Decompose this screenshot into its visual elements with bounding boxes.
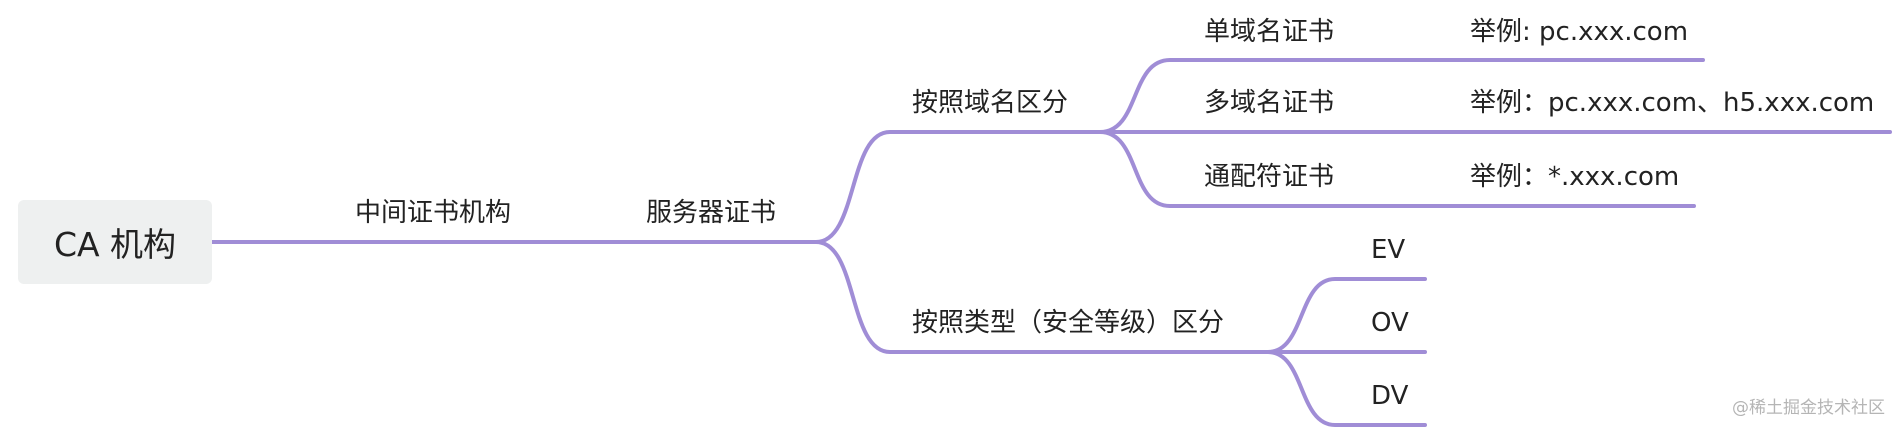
node-single-domain-cert[interactable]: 单域名证书 <box>1204 17 1335 47</box>
example-single-domain: 举例: pc.xxx.com <box>1470 17 1689 47</box>
connector-single-domain <box>1098 58 1705 134</box>
connector-dv <box>1266 350 1427 427</box>
connector-wildcard <box>1098 130 1696 208</box>
node-ov[interactable]: OV <box>1371 308 1409 338</box>
watermark-text: @稀土掘金技术社区 <box>1732 398 1885 418</box>
connector-to-type-branch <box>814 240 1270 354</box>
node-dv[interactable]: DV <box>1371 381 1409 411</box>
connector-to-domain-branch <box>814 130 1102 244</box>
root-node-label: CA 机构 <box>53 225 177 264</box>
node-by-domain[interactable]: 按照域名区分 <box>912 88 1069 118</box>
node-intermediate-ca[interactable]: 中间证书机构 <box>355 198 512 228</box>
root-node[interactable]: CA 机构 <box>18 200 212 284</box>
example-wildcard: 举例：*.xxx.com <box>1470 162 1680 192</box>
node-server-certificate[interactable]: 服务器证书 <box>646 198 777 228</box>
node-wildcard-cert[interactable]: 通配符证书 <box>1204 162 1335 192</box>
node-multi-domain-cert[interactable]: 多域名证书 <box>1204 88 1335 118</box>
node-ev[interactable]: EV <box>1371 235 1406 265</box>
example-multi-domain: 举例：pc.xxx.com、h5.xxx.com <box>1470 88 1875 118</box>
node-by-type[interactable]: 按照类型（安全等级）区分 <box>912 308 1225 338</box>
connector-ev <box>1266 277 1427 354</box>
